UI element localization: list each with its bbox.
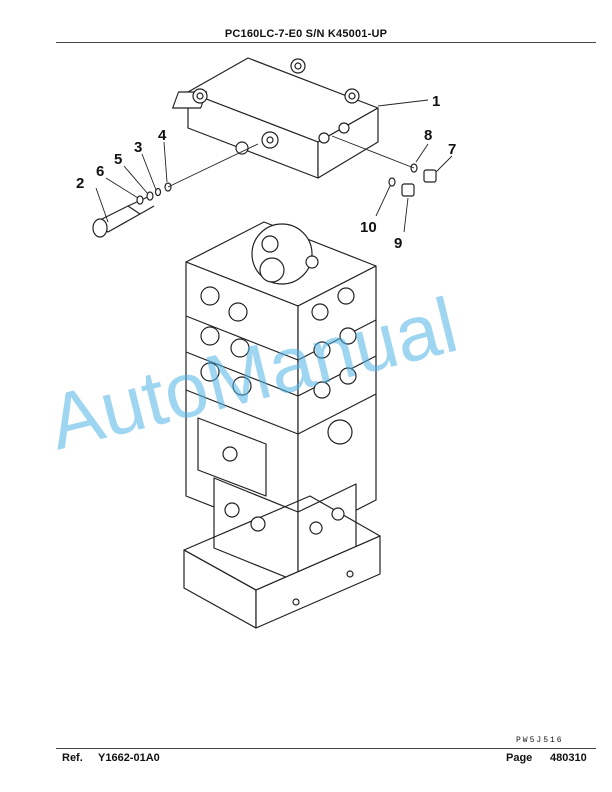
plug-part-9 [401, 183, 415, 197]
o-ring-part-10 [388, 177, 396, 187]
control-valve-body [185, 221, 377, 541]
callout-9: 9 [394, 235, 402, 252]
callout-3: 3 [134, 139, 142, 156]
callout-6: 6 [96, 163, 104, 180]
header-divider [56, 42, 596, 43]
callout-5: 5 [114, 151, 122, 168]
footer-divider [56, 748, 596, 749]
ref-label: Ref. [62, 752, 83, 764]
callout-10: 10 [360, 219, 377, 236]
callout-4: 4 [158, 127, 167, 144]
callout-7: 7 [448, 141, 456, 158]
callout-2: 2 [76, 175, 84, 192]
callout-1: 1 [432, 93, 440, 110]
o-ring-part-6 [136, 195, 144, 205]
ref-value: Y1662-01A0 [98, 752, 160, 764]
cover-plate-part [172, 57, 379, 179]
page-label: Page [506, 752, 533, 764]
o-ring-part-5 [146, 191, 154, 201]
o-ring-part-3 [154, 187, 162, 197]
control-valve-base [183, 477, 381, 629]
plug-part-7 [423, 169, 437, 183]
drawing-code: PW5J516 [516, 736, 564, 745]
plug-part-2 [92, 195, 155, 238]
page-title: PC160LC-7-E0 S/N K45001-UP [224, 28, 388, 40]
callout-8: 8 [424, 127, 432, 144]
page-value: 480310 [550, 752, 587, 764]
